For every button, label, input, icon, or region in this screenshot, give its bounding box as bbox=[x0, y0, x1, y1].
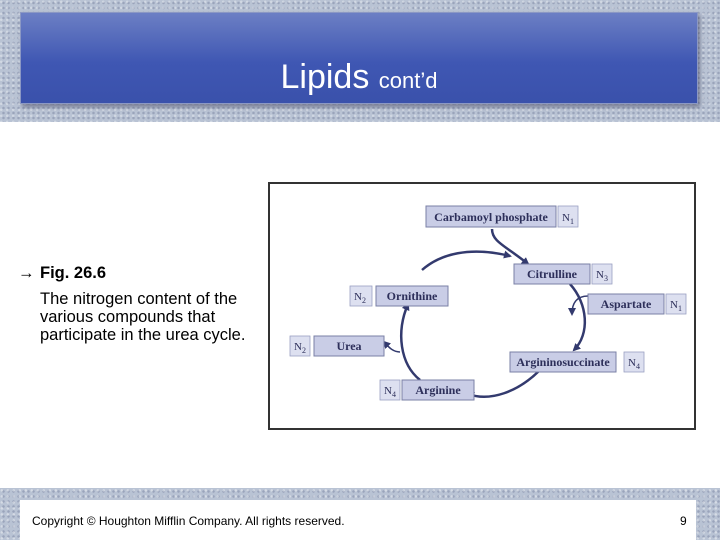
citrulline-n-box bbox=[591, 263, 613, 285]
page-number: 9 bbox=[680, 514, 687, 528]
arrow-argininosuccinate-to-arginine bbox=[466, 369, 541, 400]
figure-description: The nitrogen content of the various comp… bbox=[40, 290, 246, 344]
aspartate-box bbox=[587, 293, 665, 315]
title-box: Lipids cont’d bbox=[20, 12, 698, 104]
urea-label: Urea bbox=[336, 339, 361, 353]
urea-box bbox=[313, 335, 385, 357]
arrow-citrulline-to-argininosuccinate bbox=[569, 283, 587, 352]
arginine-n-box bbox=[379, 379, 401, 401]
citrulline-label: Citrulline bbox=[527, 267, 578, 281]
ornithine-n-box bbox=[349, 285, 373, 307]
carbamoyl-phosphate-n: N1 bbox=[562, 212, 574, 226]
arrow-carbamoyl-to-citrulline bbox=[490, 228, 530, 266]
slide-title: Lipids cont’d bbox=[21, 57, 697, 101]
bullet-arrow-icon: → bbox=[18, 264, 35, 282]
arrow-urea-out bbox=[382, 340, 401, 353]
argininosuccinate-box bbox=[509, 351, 617, 373]
arginine-label: Arginine bbox=[415, 383, 461, 397]
argininosuccinate-n-box bbox=[623, 351, 645, 373]
aspartate-n-box bbox=[665, 293, 687, 315]
carbamoyl-phosphate-label: Carbamoyl phosphate bbox=[434, 210, 548, 224]
citrulline-box bbox=[513, 263, 591, 285]
ornithine-box bbox=[375, 285, 449, 307]
arrow-arginine-to-ornithine bbox=[400, 302, 421, 381]
urea-cycle-diagram: Carbamoyl phosphate N1 Citrulline N3 Asp… bbox=[289, 205, 687, 401]
arrow-ornithine-to-citrulline bbox=[421, 250, 512, 271]
footer-box bbox=[20, 500, 696, 540]
carbamoyl-phosphate-n-box bbox=[557, 205, 579, 228]
aspartate-n: N1 bbox=[670, 299, 682, 313]
arginine-box bbox=[401, 379, 475, 401]
figure-reference: Fig. 26.6 bbox=[40, 264, 107, 282]
carbamoyl-phosphate-box bbox=[425, 205, 557, 228]
urea-n: N2 bbox=[294, 341, 306, 355]
ornithine-n: N2 bbox=[354, 291, 366, 305]
arrow-aspartate-in bbox=[568, 295, 589, 316]
title-main: Lipids bbox=[280, 58, 370, 96]
aspartate-label: Aspartate bbox=[601, 297, 652, 311]
argininosuccinate-n: N4 bbox=[628, 357, 640, 371]
urea-n-box bbox=[289, 335, 311, 357]
urea-cycle-figure: Carbamoyl phosphate N1 Citrulline N3 Asp… bbox=[268, 182, 696, 430]
copyright-text: Copyright © Houghton Mifflin Company. Al… bbox=[32, 514, 345, 528]
ornithine-label: Ornithine bbox=[387, 289, 438, 303]
arginine-n: N4 bbox=[384, 385, 396, 399]
argininosuccinate-label: Argininosuccinate bbox=[516, 355, 610, 369]
citrulline-n: N3 bbox=[596, 269, 608, 283]
title-sub: cont’d bbox=[378, 68, 438, 93]
